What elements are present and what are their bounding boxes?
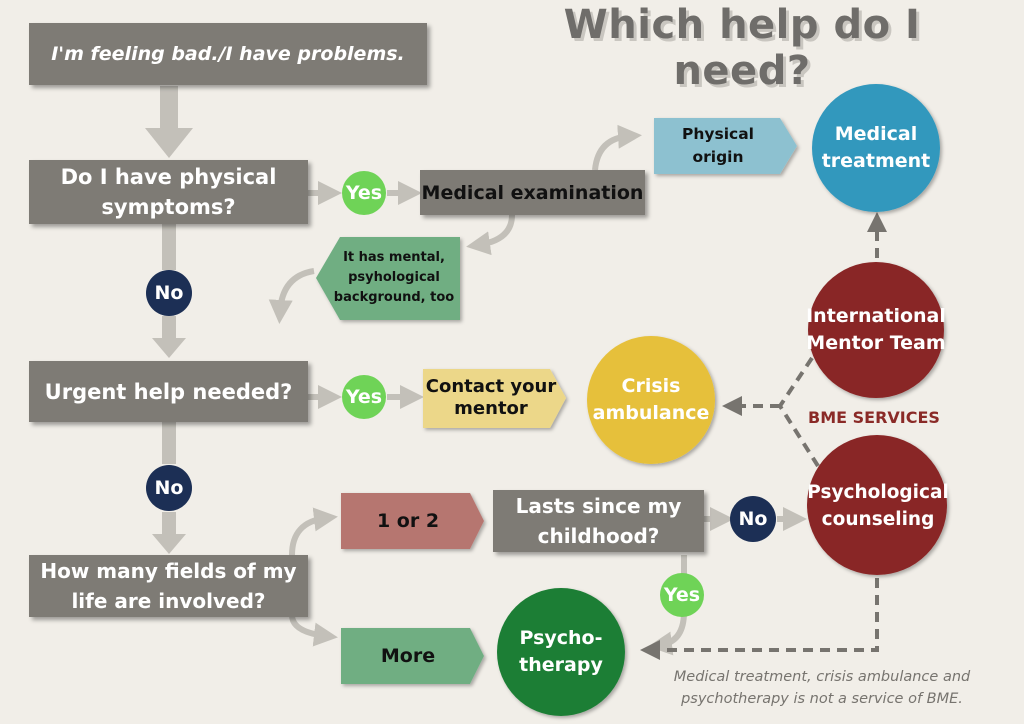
yes-label-2: Yes [345, 386, 383, 408]
horizontal-connectors [268, 124, 807, 656]
psychotherapy-label: Psycho-therapy [519, 627, 603, 676]
physical-origin-shape [654, 118, 797, 174]
badge-dark-red-counseling [807, 435, 947, 575]
dashed-connectors [640, 212, 887, 660]
question-childhood: Lasts since my childhood? [493, 490, 704, 552]
question-physical-symptoms: Do I have physical symptoms? [29, 160, 308, 224]
one-or-two-shape [341, 493, 484, 549]
decision-circles [146, 171, 776, 617]
page-title: Which help do I need? [563, 2, 921, 94]
main-flow-connectors [145, 86, 193, 554]
yes-circle-2-shape [342, 375, 386, 419]
yes-label-3: Yes [663, 584, 701, 606]
more-shape [341, 628, 484, 684]
one-or-two-label: 1 or 2 [376, 510, 440, 532]
question-urgent-help: Urgent help needed? [29, 361, 308, 422]
no-label-2: No [154, 477, 184, 499]
contact-mentor-shape [423, 369, 566, 428]
badge-crisis-yellow [587, 336, 715, 464]
bme-services-label: BME SERVICES [808, 407, 940, 427]
contact-mentor-label: Contact your mentor [425, 376, 557, 419]
medical-treatment-label: Medical treatment [821, 123, 931, 172]
no-circle-3-shape [730, 496, 776, 542]
psychological-counseling-label: Psychological counseling [807, 482, 949, 530]
footnote: Medical treatment, crisis ambulance and … [673, 669, 971, 707]
no-label-1: No [154, 282, 184, 304]
crisis-ambulance-label: Crisis ambulance [592, 375, 710, 424]
yes-circle-1-shape [342, 171, 386, 215]
badge-teal-medical [812, 84, 940, 212]
no-circle-2-shape [146, 465, 192, 511]
no-label-3: No [738, 508, 768, 530]
medical-examination-box: Medical examination [420, 170, 645, 215]
tag-shapes [316, 118, 797, 684]
badge-psychotherapy-green [497, 588, 625, 716]
badge-dark-red-mentor [808, 262, 944, 398]
physical-origin-label: Physical origin [682, 125, 754, 166]
more-label: More [380, 645, 436, 667]
mental-background-shape [316, 237, 460, 320]
mental-background-label: It has mental, psyhological background, … [333, 250, 455, 305]
yes-label-1: Yes [345, 182, 383, 204]
no-circle-1-shape [146, 270, 192, 316]
yes-circle-3-shape [660, 573, 704, 617]
badge-circles [497, 84, 947, 716]
start-box: I'm feeling bad./I have problems. [29, 23, 427, 85]
international-mentor-team-label: International Mentor Team [806, 305, 946, 354]
question-fields-of-life: How many fields of my life are involved? [29, 555, 308, 617]
